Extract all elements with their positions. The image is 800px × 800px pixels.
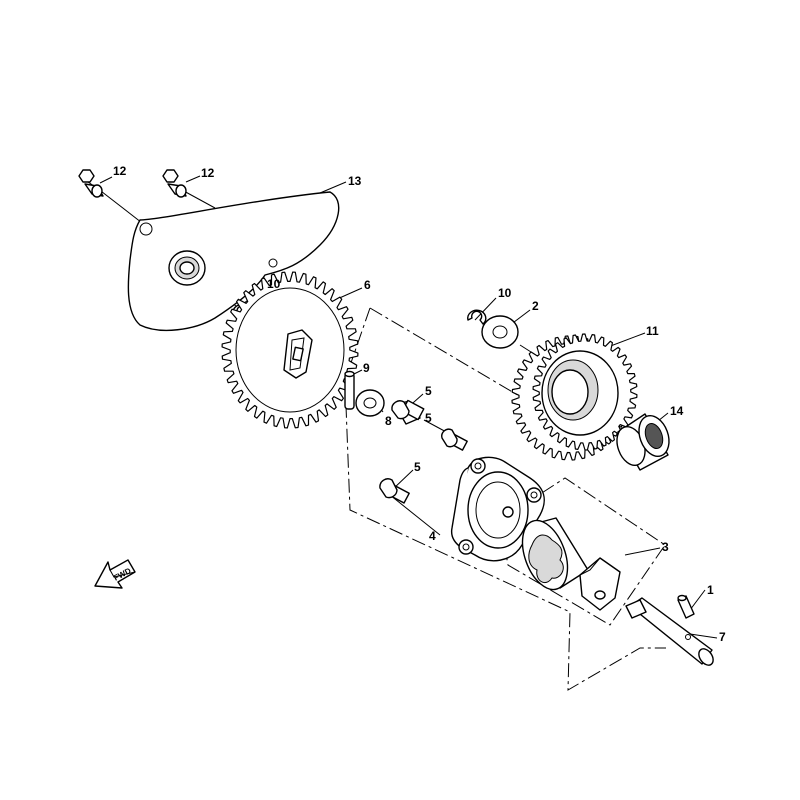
callout-11: 11 <box>646 324 659 338</box>
callout-4: 4 <box>429 529 436 543</box>
dowel-pin-9 <box>344 370 355 410</box>
oil-pump-shaft-7 <box>625 597 714 666</box>
callout-labels: 12 12 13 10 6 10 2 11 9 5 5 8 14 5 4 3 1… <box>113 164 726 644</box>
callout-1: 1 <box>707 583 714 597</box>
washer-8 <box>355 389 385 417</box>
callout-2: 2 <box>532 299 539 313</box>
bolt-5-middle <box>441 428 468 451</box>
oil-pump-rotor-set-3 <box>521 517 621 611</box>
oil-pump-body-4 <box>450 456 546 562</box>
flange-bolt-12-right <box>162 169 187 198</box>
callout-8: 8 <box>385 414 392 428</box>
callout-6: 6 <box>364 278 371 292</box>
needle-bearing-14 <box>616 413 670 471</box>
callout-10-right: 10 <box>498 286 512 300</box>
callout-5-middle: 5 <box>425 411 432 425</box>
callout-3: 3 <box>662 540 669 554</box>
gear-cover-13 <box>127 191 340 332</box>
bolt-5-lower <box>379 478 410 504</box>
callout-9: 9 <box>363 361 370 375</box>
callout-12-right: 12 <box>201 166 215 180</box>
washer-2 <box>481 315 519 349</box>
callout-7: 7 <box>719 630 726 644</box>
callout-13: 13 <box>348 174 362 188</box>
callout-12-left: 12 <box>113 164 127 178</box>
forward-arrow-icon: FWD <box>94 559 136 589</box>
callout-5-upper: 5 <box>425 384 432 398</box>
callout-14: 14 <box>670 404 684 418</box>
oil-pump-drive-gear-6 <box>221 271 359 429</box>
circlip-10-right <box>467 309 487 325</box>
flange-bolt-12-left <box>78 169 104 198</box>
bolt-5-upper <box>391 399 425 425</box>
intermediate-gear-11 <box>511 333 638 461</box>
callout-10-left: 10 <box>267 277 281 291</box>
pin-1 <box>677 594 695 619</box>
callout-5-lower: 5 <box>414 460 421 474</box>
